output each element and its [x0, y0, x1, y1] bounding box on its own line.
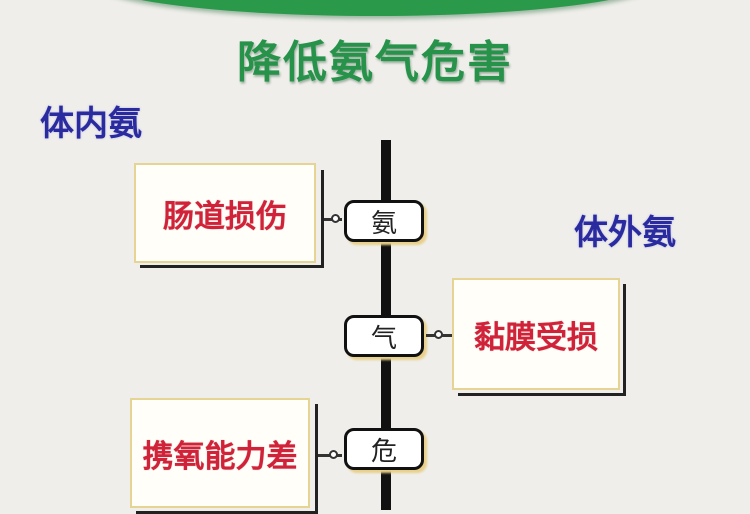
card-1-bracket [140, 170, 324, 268]
card-3-connector-dot [329, 450, 338, 459]
card-2-connector-dot [434, 330, 443, 339]
label-outside-ammonia: 体外氨 [574, 213, 676, 253]
spine-node-danger: 危 [344, 428, 424, 470]
card-intestinal-damage: 肠道损伤 [134, 163, 316, 263]
label-inside-ammonia: 体内氨 [40, 104, 142, 144]
card-oxygen-capacity: 携氧能力差 [130, 398, 310, 508]
card-mucosa-damage: 黏膜受损 [452, 278, 620, 390]
spine-node-gas: 气 [344, 315, 424, 357]
green-banner-arc [88, 0, 662, 16]
card-2-bracket [458, 284, 626, 396]
spine-node-ammonia: 氨 [344, 200, 424, 242]
card-1-connector-dot [331, 214, 340, 223]
page-title: 降低氨气危害 [237, 37, 513, 88]
